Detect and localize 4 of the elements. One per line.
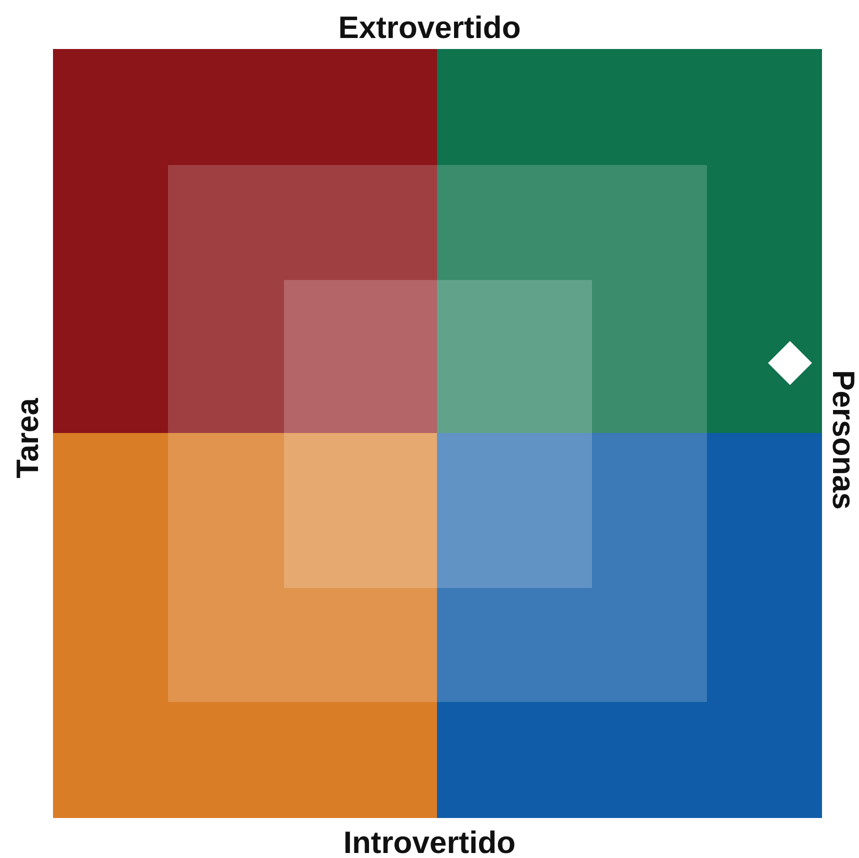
axis-label: Personas [828, 370, 859, 510]
axis-label: Extrovertido [338, 10, 521, 45]
axis-label: Tarea [12, 398, 43, 478]
axis-label: Introvertido [343, 825, 516, 858]
